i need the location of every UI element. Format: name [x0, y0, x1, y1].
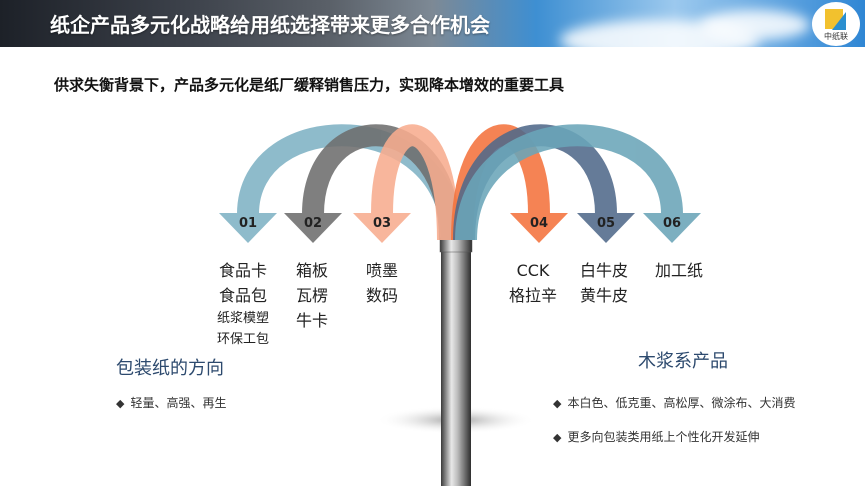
- arrow-head: [284, 213, 342, 243]
- arrow-shaft: [371, 124, 459, 241]
- item: 喷墨: [365, 261, 399, 280]
- arrow-06-items: 加工纸: [655, 258, 703, 283]
- arrow-04-items: CCK 格拉辛: [509, 258, 557, 308]
- arrow-number: 02: [304, 216, 322, 231]
- item: 加工纸: [654, 261, 704, 280]
- right-bullet: ◆更多向包装类用纸上个性化开发延伸: [553, 430, 760, 444]
- item: 牛卡: [295, 311, 329, 330]
- item: 数码: [365, 286, 399, 305]
- left-bullet: ◆轻量、高强、再生: [116, 396, 227, 410]
- item: 格拉辛: [508, 286, 558, 305]
- arrow-03: [353, 124, 459, 243]
- pipe: [441, 238, 471, 486]
- diamond-bullet-icon: ◆: [553, 397, 562, 410]
- arrow-number: 01: [239, 216, 257, 231]
- item: 纸浆模塑: [216, 311, 270, 326]
- item: 食品包: [218, 286, 268, 305]
- logo-text: 中纸联: [824, 32, 848, 41]
- slide-title: 纸企产品多元化战略给用纸选择带来更多合作机会: [50, 13, 490, 37]
- item: 瓦楞: [295, 286, 329, 305]
- arrow-head: [353, 213, 411, 243]
- pipe-collar: [439, 237, 473, 253]
- right-bullet: ◆本白色、低克重、高松厚、微涂布、大消费: [553, 396, 796, 410]
- arrow-number: 04: [530, 216, 548, 231]
- item: CCK: [516, 261, 550, 280]
- arrow-number: 03: [373, 216, 391, 231]
- arrow-02-items: 箱板 瓦楞 牛卡: [296, 258, 328, 333]
- item: 白牛皮: [579, 261, 629, 280]
- arrow-06: [455, 124, 701, 243]
- item: 箱板: [295, 261, 329, 280]
- header-banner: 纸企产品多元化战略给用纸选择带来更多合作机会 中纸联: [0, 0, 865, 47]
- item: 黄牛皮: [579, 286, 629, 305]
- item: 环保工包: [216, 332, 270, 347]
- logo: 中纸联: [812, 2, 860, 46]
- arrow-number: 05: [597, 216, 615, 231]
- arrow-05-items: 白牛皮 黄牛皮: [580, 258, 628, 308]
- slide-subtitle: 供求失衡背景下，产品多元化是纸厂缓释销售压力，实现降本增效的重要工具: [54, 76, 565, 94]
- arrow-head: [510, 213, 568, 243]
- arrow-01-items: 食品卡 食品包 纸浆模塑 环保工包: [217, 258, 269, 350]
- arrow-shaft: [455, 124, 683, 241]
- cloud-decoration: [700, 10, 810, 40]
- arrow-head: [219, 213, 277, 243]
- item: 食品卡: [218, 261, 268, 280]
- right-section-title: 木浆系产品: [638, 351, 728, 372]
- diamond-bullet-icon: ◆: [116, 397, 125, 410]
- diamond-bullet-icon: ◆: [553, 431, 562, 444]
- arrow-head: [577, 213, 635, 243]
- arrow-number: 06: [663, 216, 681, 231]
- left-section-title: 包装纸的方向: [116, 358, 224, 379]
- arrow-head: [643, 213, 701, 243]
- arrow-03-items: 喷墨 数码: [366, 258, 398, 308]
